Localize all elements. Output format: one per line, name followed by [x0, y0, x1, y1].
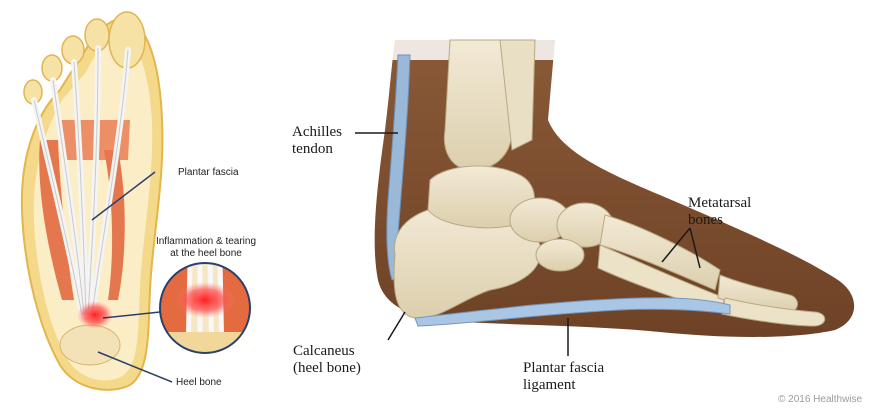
heel-inflammation-spot	[77, 301, 113, 329]
label-achilles-tendon: Achilles tendon	[292, 124, 342, 158]
label-achilles-line1: Achilles	[292, 124, 342, 141]
sole-illustration	[22, 12, 253, 390]
copyright-notice: © 2016 Healthwise	[778, 394, 862, 405]
label-heel-bone: Heel bone	[176, 377, 222, 389]
label-plantar-ligament-line1: Plantar fascia	[523, 360, 604, 377]
label-metatarsal-line2: bones	[688, 212, 751, 229]
label-metatarsal-bones: Metatarsal bones	[688, 195, 751, 229]
label-calcaneus: Calcaneus (heel bone)	[293, 343, 361, 377]
label-inflammation-line1: Inflammation & tearing	[140, 236, 272, 248]
label-inflammation: Inflammation & tearing at the heel bone	[140, 236, 272, 260]
label-metatarsal-line1: Metatarsal	[688, 195, 751, 212]
label-calcaneus-line1: Calcaneus	[293, 343, 361, 360]
label-plantar-ligament-line2: ligament	[523, 377, 604, 394]
label-plantar-fascia-ligament: Plantar fascia ligament	[523, 360, 604, 394]
label-plantar-fascia: Plantar fascia	[178, 167, 239, 179]
label-achilles-line2: tendon	[292, 141, 342, 158]
label-calcaneus-line2: (heel bone)	[293, 360, 361, 377]
side-foot-illustration	[355, 20, 854, 356]
label-inflammation-line2: at the heel bone	[140, 248, 272, 260]
